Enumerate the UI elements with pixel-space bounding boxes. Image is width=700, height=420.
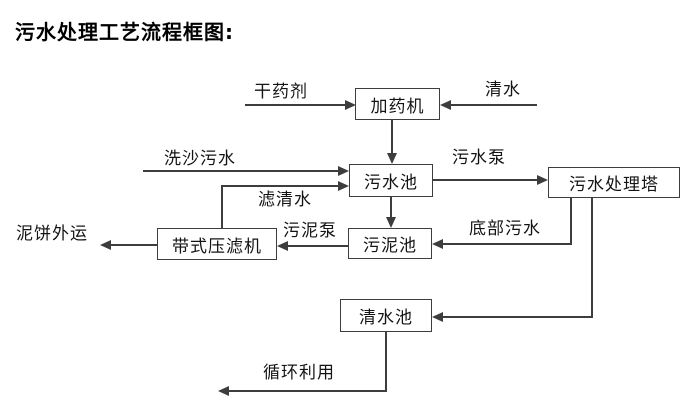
arrowhead-dry-chemical-icon: [345, 100, 356, 110]
label-recycling: 循环利用: [263, 363, 335, 383]
node-treatment-tower: 污水处理塔: [548, 167, 680, 198]
line-dosing-to-sewage-pool: [391, 120, 393, 155]
line-filtered-water-horizontal: [221, 185, 338, 187]
line-clean-water: [451, 104, 537, 106]
label-clean-water: 清水: [485, 80, 521, 100]
label-mud-cake-shipment: 泥饼外运: [16, 224, 88, 244]
arrowhead-sewage-pool-to-sludge-pool-icon: [386, 217, 396, 228]
label-filtered-water: 滤清水: [258, 190, 312, 210]
node-sewage-pool: 污水池: [349, 164, 433, 197]
line-sludge-pump: [288, 245, 348, 247]
arrowhead-tower-to-clean-pool-icon: [432, 312, 443, 322]
arrowhead-dosing-to-sewage-pool-icon: [387, 153, 397, 164]
arrowhead-sand-washing-sewage-icon: [338, 166, 349, 176]
node-dosing-machine: 加药机: [355, 88, 440, 120]
line-clean-pool-down: [385, 332, 387, 391]
line-bottom-sewage-vertical: [570, 198, 572, 245]
label-sewage-pump: 污水泵: [452, 148, 506, 168]
line-sewage-pool-to-sludge-pool: [390, 197, 392, 218]
arrowhead-mud-cake-shipment-icon: [100, 240, 111, 250]
label-sand-washing-sewage: 洗沙污水: [164, 149, 236, 169]
node-belt-filter-press: 带式压滤机: [157, 228, 277, 260]
line-tower-to-clean-pool-vertical: [591, 198, 593, 318]
line-bottom-sewage-horizontal: [443, 243, 572, 245]
line-recycling: [229, 390, 387, 392]
line-dry-chemical: [245, 104, 345, 106]
line-filtered-water-vertical: [221, 185, 223, 228]
arrowhead-sewage-pump-icon: [537, 175, 548, 185]
arrowhead-bottom-sewage-icon: [432, 239, 443, 249]
arrowhead-recycling-icon: [218, 386, 229, 396]
arrowhead-filtered-water-icon: [338, 181, 349, 191]
label-dry-chemical: 干药剂: [254, 82, 308, 102]
line-tower-to-clean-pool-horizontal: [443, 316, 593, 318]
line-mud-cake-shipment: [111, 244, 157, 246]
arrowhead-clean-water-icon: [440, 100, 451, 110]
line-sewage-pump: [433, 179, 537, 181]
label-sludge-pump: 污泥泵: [283, 221, 337, 241]
line-sand-washing-sewage: [143, 170, 339, 172]
node-sludge-pool: 污泥池: [348, 228, 432, 259]
page-title: 污水处理工艺流程框图:: [15, 20, 234, 44]
arrowhead-sludge-pump-icon: [277, 241, 288, 251]
label-bottom-sewage: 底部污水: [469, 219, 541, 239]
node-clean-water-pool: 清水池: [340, 299, 432, 332]
